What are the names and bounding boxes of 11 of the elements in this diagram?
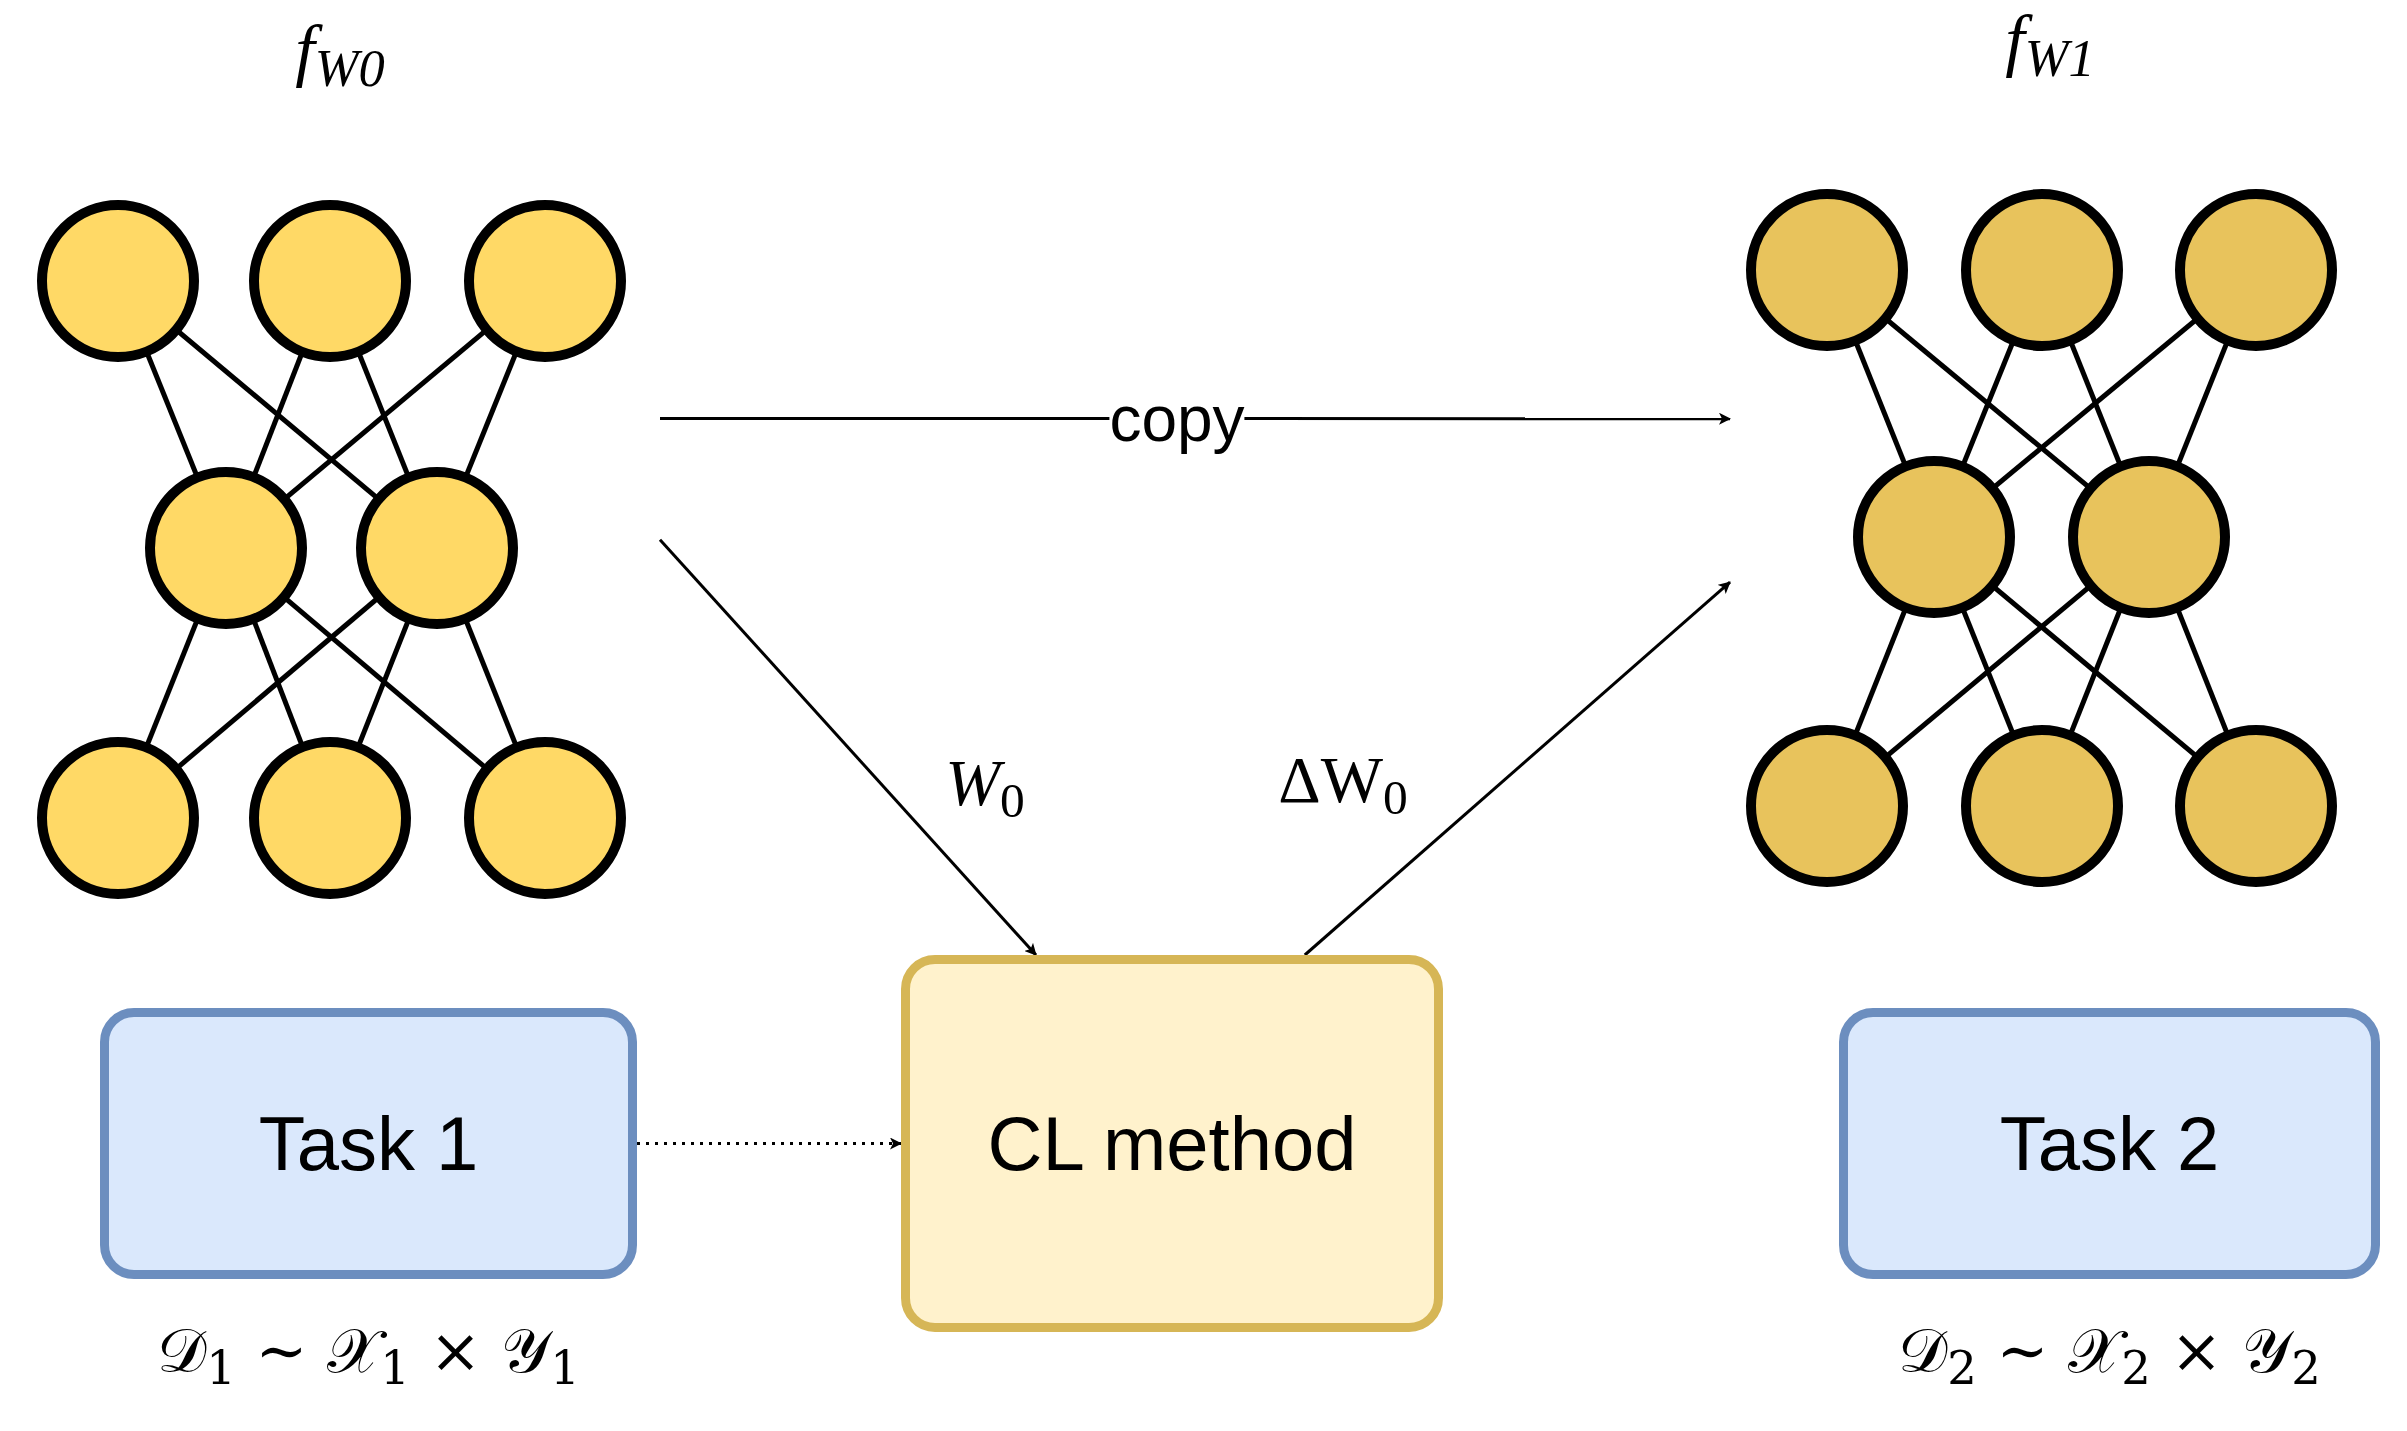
box-label: Task 1 [258,1105,479,1182]
edge-label: W$_{0}$ [945,750,1025,816]
arrow [1303,581,1731,957]
box-label: Task 2 [1999,1105,2220,1182]
edge-label: ΔW$_{0}$ [1278,747,1408,813]
method-box [901,955,1443,1332]
arrow [658,538,1038,956]
formula: 𝒟$_{2}$ ∼ 𝒳$_{2}$ × 𝒴$_{2}$ [1898,1320,2321,1382]
arrow [637,1137,902,1150]
box-label: CL method [987,1105,1357,1182]
formula: 𝒟$_{1}$ ∼ 𝒳$_{1}$ × 𝒴$_{1}$ [157,1320,580,1382]
